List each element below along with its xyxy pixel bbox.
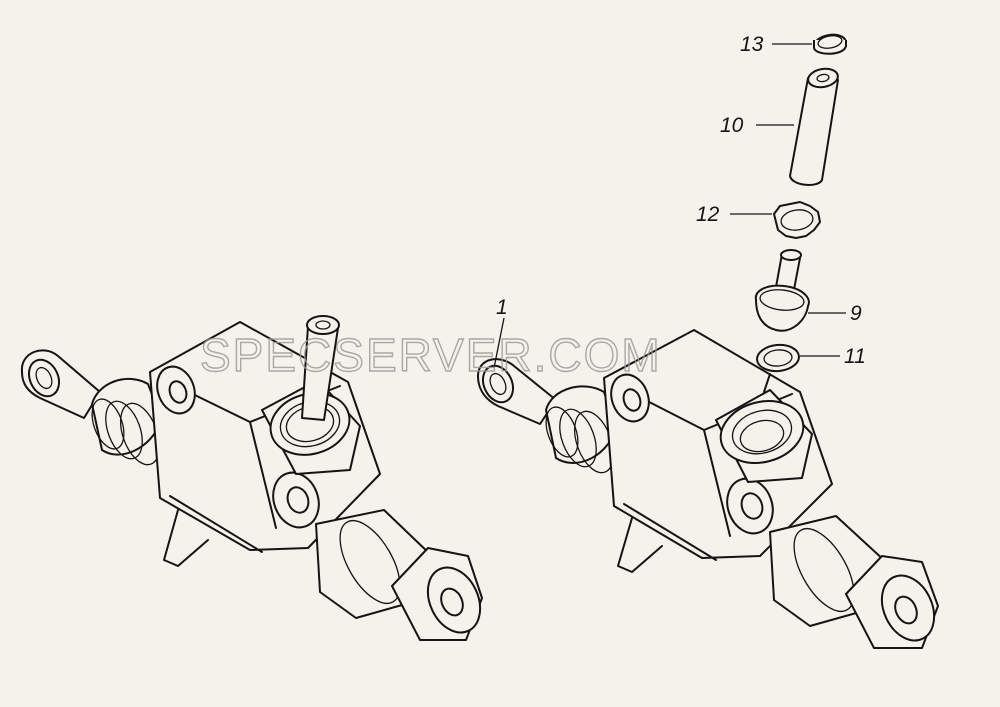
cylinder-right bbox=[769, 515, 939, 649]
part-13-cap bbox=[813, 33, 847, 55]
boot-right bbox=[545, 385, 617, 474]
pushrod-installed-left bbox=[301, 315, 340, 421]
callout-11: 11 bbox=[800, 345, 866, 368]
callout-13: 13 bbox=[740, 33, 812, 56]
watermark-text: SPECSERVER.COM bbox=[200, 329, 662, 381]
callout-label-12: 12 bbox=[696, 203, 720, 226]
eye-end-left bbox=[20, 349, 101, 419]
body-right bbox=[603, 329, 833, 561]
part-10-pushrod bbox=[789, 67, 839, 186]
callout-label-11: 11 bbox=[844, 345, 866, 368]
callout-12: 12 bbox=[696, 203, 772, 226]
callout-1: 1 bbox=[493, 296, 508, 369]
part-11-o-ring bbox=[756, 343, 800, 393]
callout-label-13: 13 bbox=[740, 33, 764, 56]
part-12-lock-washer bbox=[773, 201, 821, 239]
callout-label-9: 9 bbox=[850, 302, 862, 325]
callout-10: 10 bbox=[720, 114, 794, 137]
callout-9: 9 bbox=[808, 302, 862, 325]
assembly-right bbox=[477, 329, 939, 649]
bracket-right bbox=[617, 517, 663, 573]
eye-end-right bbox=[477, 358, 557, 425]
cylinder-left bbox=[315, 509, 483, 641]
callout-label-10: 10 bbox=[720, 114, 744, 137]
assembly-left bbox=[20, 315, 483, 641]
part-9-valve bbox=[754, 249, 810, 332]
callout-label-1: 1 bbox=[496, 296, 508, 319]
bracket-left bbox=[163, 509, 209, 567]
